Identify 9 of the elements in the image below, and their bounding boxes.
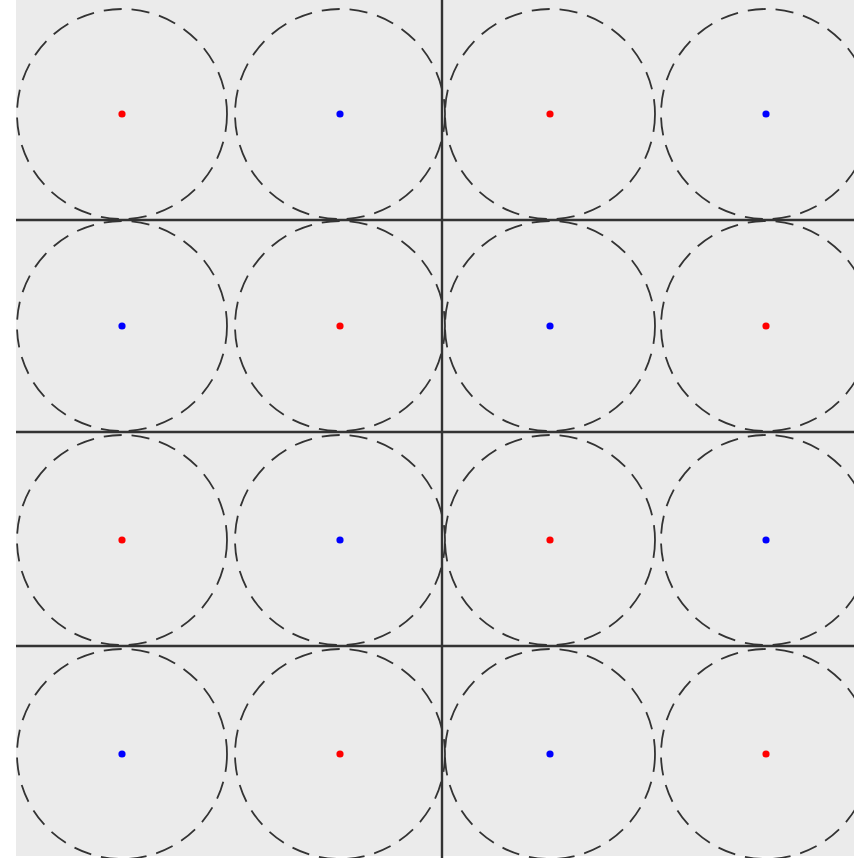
dashed-circle: [444, 8, 656, 220]
dashed-circle: [234, 434, 446, 646]
dashed-circle: [16, 434, 228, 646]
dashed-circle: [444, 220, 656, 432]
dashed-circle: [234, 8, 446, 220]
dashed-circle: [234, 220, 446, 432]
dashed-circle: [444, 434, 656, 646]
dashed-circle: [16, 8, 228, 220]
dashed-circle: [16, 220, 228, 432]
